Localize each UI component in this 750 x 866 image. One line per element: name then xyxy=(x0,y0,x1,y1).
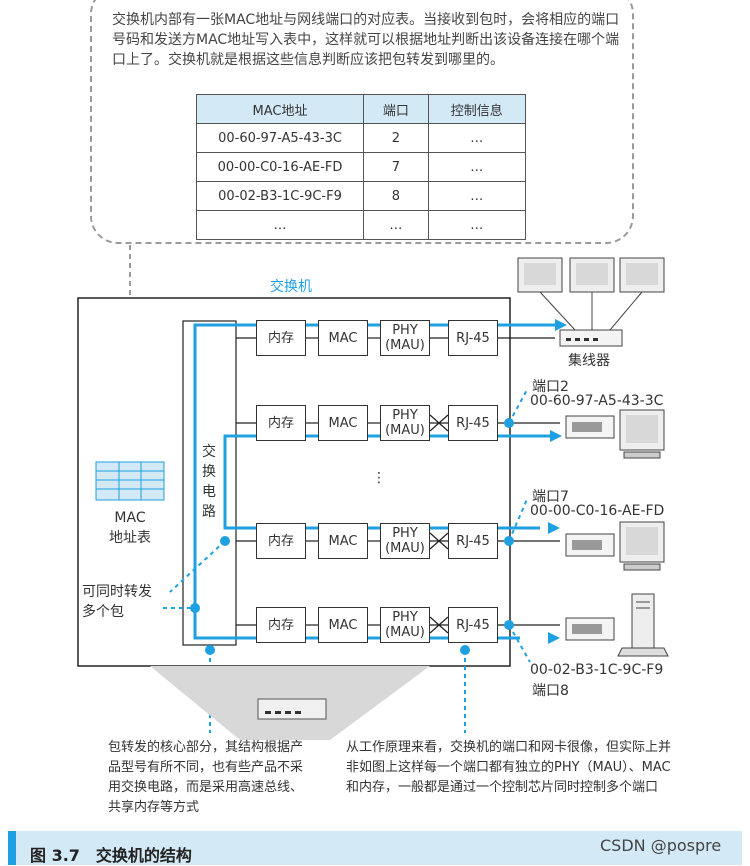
phy-module: PHY (MAU) xyxy=(380,405,430,441)
switch-title: 交换机 xyxy=(270,279,312,295)
memory-module: 内存 xyxy=(256,405,306,441)
mac-module: MAC xyxy=(318,523,368,559)
col-port: 端口 xyxy=(363,94,429,124)
hub-label: 集线器 xyxy=(568,353,610,369)
rj45-port: RJ-45 xyxy=(448,607,498,643)
switch-device-icon xyxy=(257,698,327,720)
table-row: ……… xyxy=(195,210,527,240)
switch-circuit-label: 交换电路 xyxy=(202,444,216,520)
nic-card-icon xyxy=(565,533,615,557)
mac-module: MAC xyxy=(318,320,368,356)
memory-module: 内存 xyxy=(256,523,306,559)
mac-module: MAC xyxy=(318,405,368,441)
phy-module: PHY (MAU) xyxy=(380,320,430,356)
vertical-ellipsis: ⋮ xyxy=(372,470,386,486)
intro-text: 交换机内部有一张MAC地址与网线端口的对应表。当接收到包时，会将相应的端口号码和… xyxy=(112,12,620,68)
col-mac: MAC地址 xyxy=(195,94,365,124)
port-note: 从工作原理来看，交换机的端口和网卡很像，但实际上并非如图上这样每一个端口都有独立… xyxy=(346,740,672,795)
hub-icon xyxy=(517,257,665,347)
monitor-icon xyxy=(517,257,563,293)
col-control: 控制信息 xyxy=(427,94,527,124)
rj45-port: RJ-45 xyxy=(448,405,498,441)
monitor-icon xyxy=(569,257,615,293)
caption-bar xyxy=(8,831,742,865)
mac-table-callout xyxy=(90,0,634,244)
figure-title: 图 3.7 交换机的结构 xyxy=(30,846,192,865)
mac-table-icon xyxy=(95,461,165,501)
parallel-forwarding-label: 可同时转发 多个包 xyxy=(82,584,152,620)
nic-card-icon xyxy=(565,415,615,439)
nic-card-icon xyxy=(565,617,615,641)
memory-module: 内存 xyxy=(256,607,306,643)
rj45-port: RJ-45 xyxy=(448,523,498,559)
server-tower-icon xyxy=(617,593,669,657)
port-label: 端口8 xyxy=(532,683,569,699)
port-label: 端口2 xyxy=(532,379,569,395)
phy-module: PHY (MAU) xyxy=(380,523,430,559)
monitor-icon xyxy=(619,521,665,571)
memory-module: 内存 xyxy=(256,320,306,356)
watermark: CSDN @pospre xyxy=(600,836,722,855)
mac-module: MAC xyxy=(318,607,368,643)
mac-table-label: MAC 地址表 xyxy=(109,510,151,546)
port-label: 端口7 xyxy=(532,489,569,505)
port-mac: 00-00-C0-16-AE-FD xyxy=(530,503,665,519)
port-mac: 00-02-B3-1C-9C-F9 xyxy=(530,662,664,678)
rj45-port: RJ-45 xyxy=(448,320,498,356)
phy-module: PHY (MAU) xyxy=(380,607,430,643)
monitor-icon xyxy=(619,409,665,459)
circuit-note: 包转发的核心部分，其结构根据产品型号有所不同，也有些产品不采用交换电路，而是采用… xyxy=(108,740,304,815)
port-mac: 00-60-97-A5-43-3C xyxy=(530,393,664,409)
monitor-icon xyxy=(619,257,665,293)
